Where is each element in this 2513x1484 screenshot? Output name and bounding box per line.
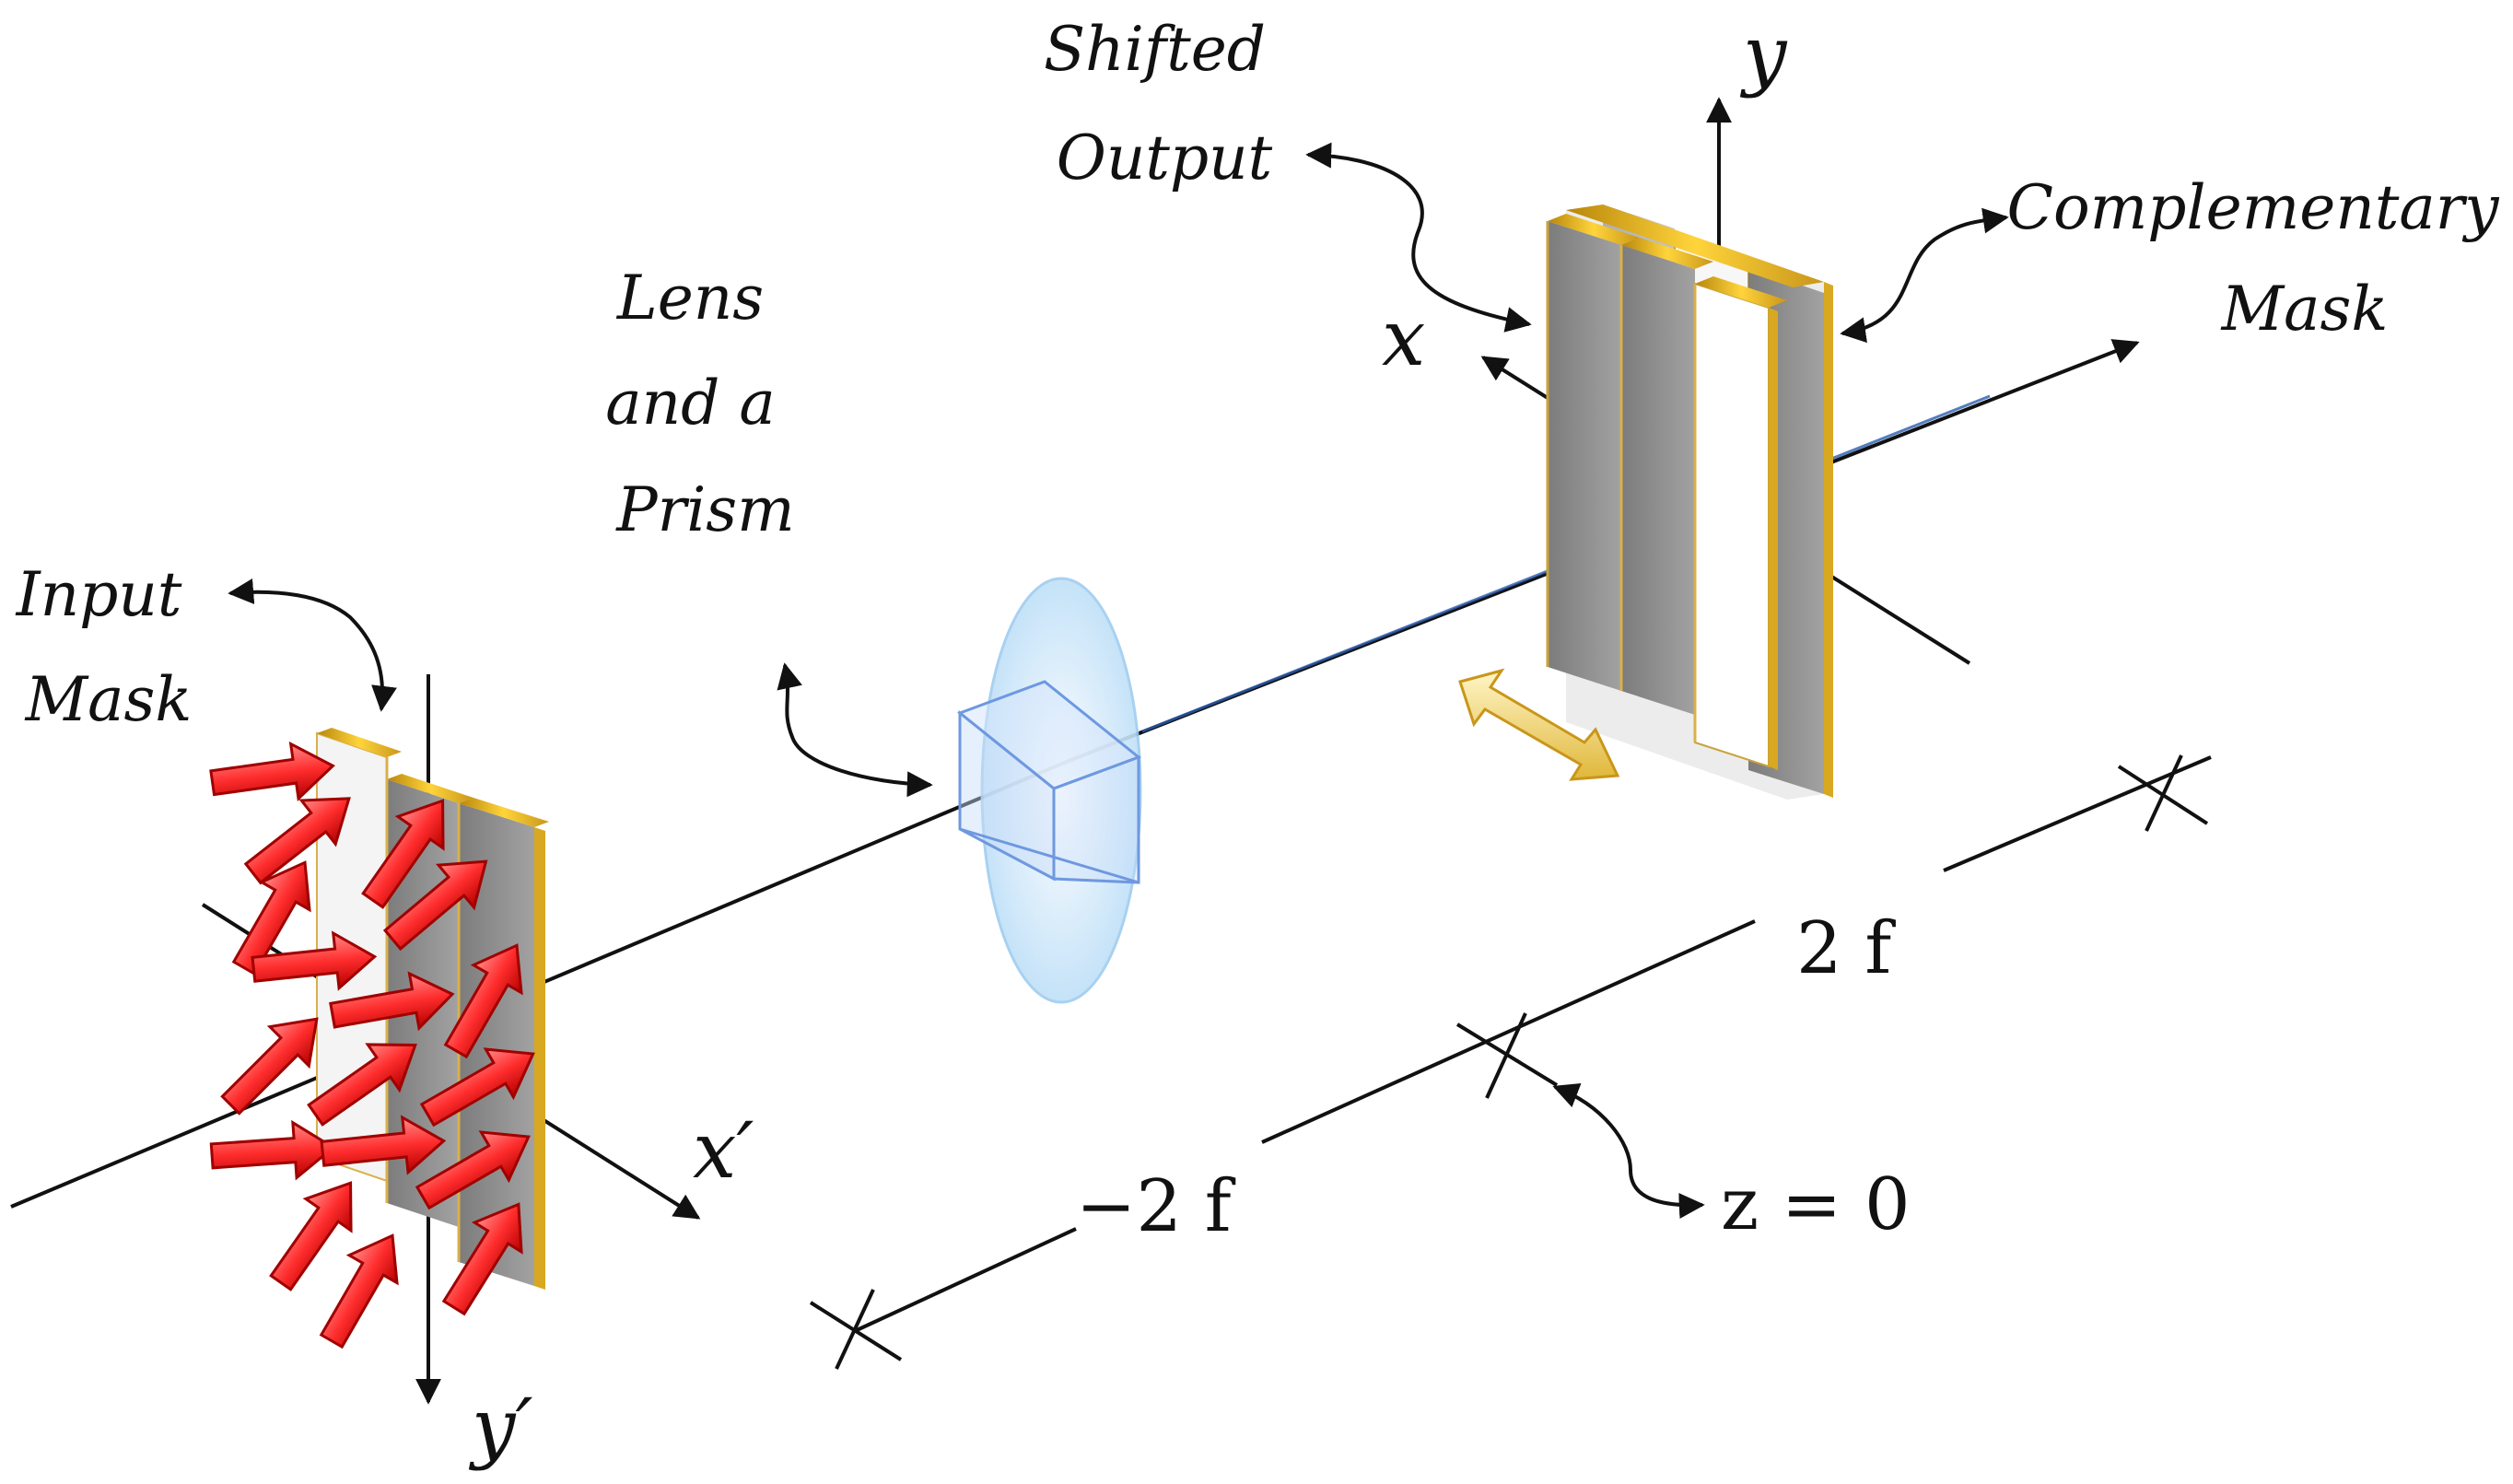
pointer-arrows [228,142,2009,1220]
label-complementary-mask: Complementary Mask [2006,172,2513,345]
red-arrow-icon [319,1233,399,1350]
red-arrow-icon [441,1202,523,1316]
prism [956,680,1142,884]
label-input-mask: Input Mask [16,559,202,735]
axis-label-y: y [1739,9,1788,99]
red-arrow-icon [443,943,523,1059]
red-arrow-icon [307,1043,417,1127]
red-arrow-icon [382,859,488,952]
polarization-arrows [209,741,535,1350]
dimension-line [809,754,2212,1370]
red-arrow-icon [419,1047,535,1128]
label-minus-2f: −2 f [1076,1165,1236,1248]
double-arrow-icon [1458,668,1620,781]
red-arrow-icon [361,799,445,909]
shifted-output-mask [1546,214,1787,770]
red-arrow-icon [243,797,351,885]
red-arrow-icon [320,1115,447,1175]
axis-label-x-prime: x′ [693,1105,754,1196]
axis-label-y-prime: y′ [468,1382,533,1472]
red-arrow-icon [415,1130,531,1210]
label-z-origin: z = 0 [1721,1163,1911,1246]
red-arrow-icon [329,971,455,1032]
lens [980,577,1142,1004]
label-shifted-output: Shifted Output [1044,14,1285,193]
label-lens-prism: Lens and a Prism [605,263,794,545]
red-arrow-icon [209,741,335,802]
red-arrow-icon [220,1017,319,1116]
red-arrow-icon [209,1119,336,1181]
red-arrow-icon [251,930,378,991]
label-plus-2f: 2 f [1796,907,1896,990]
axis-label-x: x [1382,293,1425,383]
red-arrow-icon [269,1181,353,1291]
